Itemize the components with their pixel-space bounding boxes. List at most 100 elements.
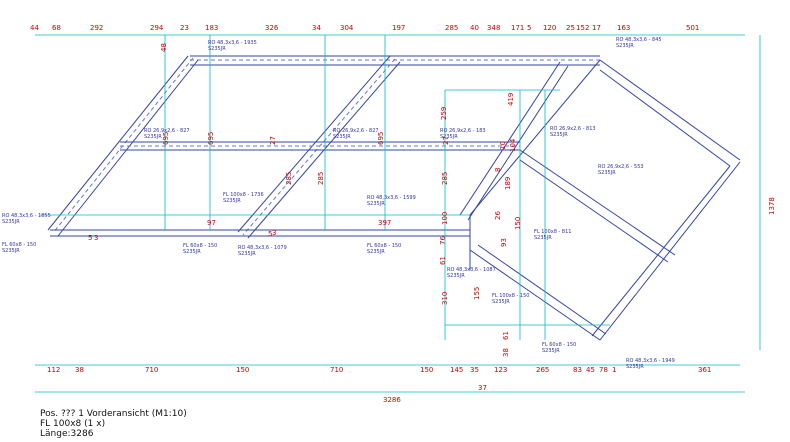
bottom-dim-label: 150 [236,366,249,374]
bottom-dim-label: 1 [612,366,616,374]
part-label-fl-mid: FL 100x8 - 1736 [223,192,264,198]
bottom-dim-label: 265 [536,366,549,374]
part-label-fl-bot: FL 60x8 - 150 [542,342,576,348]
part-label-rr-mid1-mat: S235JR [144,134,162,140]
part-label-ro-left-mat: S235JR [2,219,20,225]
part-label-fl-right: FL 100x8 - 811 [534,229,571,235]
bottom-dim-label: 78 [599,366,608,374]
bottom-dim-label: 83 [573,366,582,374]
title-line: Länge:3286 [40,429,94,439]
part-label-ro-c1-mat: S235JR [367,201,385,207]
part-label-fl-left: FL 60x8 - 150 [2,242,36,248]
bottom-dim-label: 710 [145,366,158,374]
top-dim-label: 40 [470,24,479,32]
part-label-rr-mid4: RO 26,9x2,6 - 813 [550,126,596,132]
title-block: Pos. ??? 1 Vorderansicht (M1:10)FL 100x8… [40,409,187,439]
part-label-ro-c3: RO 48,3x3,6 - 1079 [238,245,287,251]
part-label-ro-bot: RO 48,3x3,6 - 1949 [626,358,675,364]
vertical-dim-label: 10 [499,141,507,150]
bottom-dim-label: 145 [450,366,463,374]
part-label-fl-c1: FL 60x8 - 150 [183,243,217,249]
part-label-rr-mid1: RO 26,9x2,6 - 827 [144,128,190,134]
part-label-ro-left: RO 48,3x3,6 - 1855 [2,213,51,219]
dimension-lines [35,34,761,393]
part-label-rr-right-top: RO 48,3x3,6 - 845 [616,37,662,43]
part-label-fl-right-mat: S235JR [534,235,552,241]
part-label-rr-mid5: RO 26,9x2,6 - 553 [598,164,644,170]
vertical-dim-label: 150 [514,217,522,230]
bottom-dim-label: 150 [420,366,433,374]
vertical-dim-label: 27 [442,136,450,145]
part-label-rr-right-top-mat: S235JR [616,43,634,49]
vertical-dim-label: 259 [440,107,448,120]
vertical-dim-label: 419 [507,93,515,106]
bottom-dim-label: 112 [47,366,60,374]
part-label-fl-c2: FL 60x8 - 150 [367,243,401,249]
top-dim-label: 197 [392,24,405,32]
part-label-rr-top: RO 48,3x3,6 - 1935 [208,40,257,46]
vertical-dim-label: 48 [160,43,168,52]
bottom-dim-label: 361 [698,366,711,374]
top-dim-label: 25 [566,24,575,32]
vertical-dim-label: 61 [502,331,510,340]
bottom-sub-dim-label: 37 [478,384,487,392]
part-label-fl-bot-mat: S235JR [542,348,560,354]
top-dim-label: 34 [312,24,321,32]
vertical-dim-label: 26 [494,211,502,220]
top-dim-label: 292 [90,24,103,32]
vertical-dim-label: 310 [441,292,449,305]
part-label-fl-mid-mat: S235JR [223,198,241,204]
vertical-dim-label: 27 [269,136,277,145]
vertical-dim-label: 189 [504,177,512,190]
horizontal-dim-label: 5 [268,230,272,238]
top-dim-label: 163 [617,24,630,32]
part-label-fl-c1-mat: S235JR [183,249,201,255]
top-dim-label: 326 [265,24,279,32]
title-line: Pos. ??? 1 Vorderansicht (M1:10) [40,409,187,419]
title-line: FL 100x8 (1 x) [40,419,105,429]
part-label-ro-c1: RO 48,3x3,6 - 1599 [367,195,416,201]
top-dim-label: 285 [445,24,458,32]
top-dim-label: 183 [205,24,218,32]
horizontal-dim-label: 3 [94,234,98,242]
bottom-dim-label: 35 [470,366,479,374]
horizontal-dim-label: 5 [88,234,92,242]
bottom-dim-label: 45 [586,366,595,374]
top-dim-label: 17 [592,24,601,32]
vertical-dim-label: 61 [439,256,447,265]
part-label-rr-mid2: RO 26,9x2,6 - 827 [333,128,379,134]
total-length-label: 3286 [383,396,401,404]
bottom-dim-label: 710 [330,366,343,374]
part-label-fl-left-mat: S235JR [2,248,20,254]
vertical-dim-label: 38 [502,348,510,357]
top-dim-label: 304 [340,24,354,32]
part-label-ro-c3-mat: S235JR [238,251,256,257]
horizontal-dim-label: 397 [378,219,391,227]
vertical-dim-label: 100 [441,212,449,225]
top-dim-label: 8 [496,24,500,32]
vertical-dim-label: 695 [377,132,385,145]
part-label-rr-mid3-mat: S235JR [440,134,458,140]
part-label-fl-c3-mat: S235JR [492,299,510,305]
vertical-dim-label: 285 [317,172,325,185]
top-dim-label: 171 [511,24,524,32]
part-label-fl-c3: FL 100x8 - 150 [492,293,529,299]
vertical-dim-label: 695 [207,132,215,145]
bottom-dim-label: 38 [75,366,84,374]
part-label-rr-mid5-mat: S235JR [598,170,616,176]
vertical-dim-label: 76 [439,236,447,245]
top-dim-label: 23 [180,24,189,32]
top-dim-label: 120 [543,24,556,32]
horizontal-dim-label: 97 [207,219,216,227]
top-dim-label: 15 [576,24,585,32]
vertical-dim-label: 8 [494,168,502,172]
vertical-dim-label: 695 [162,132,170,145]
part-label-ro-c2-mat: S235JR [447,273,465,279]
vertical-dim-label: 285 [285,172,293,185]
top-dim-label: 294 [150,24,164,32]
part-label-ro-c2: RO 48,3x3,6 - 1087 [447,267,496,273]
part-label-ro-bot-mat: S235JR [626,364,644,370]
part-label-rr-mid2-mat: S235JR [333,134,351,140]
